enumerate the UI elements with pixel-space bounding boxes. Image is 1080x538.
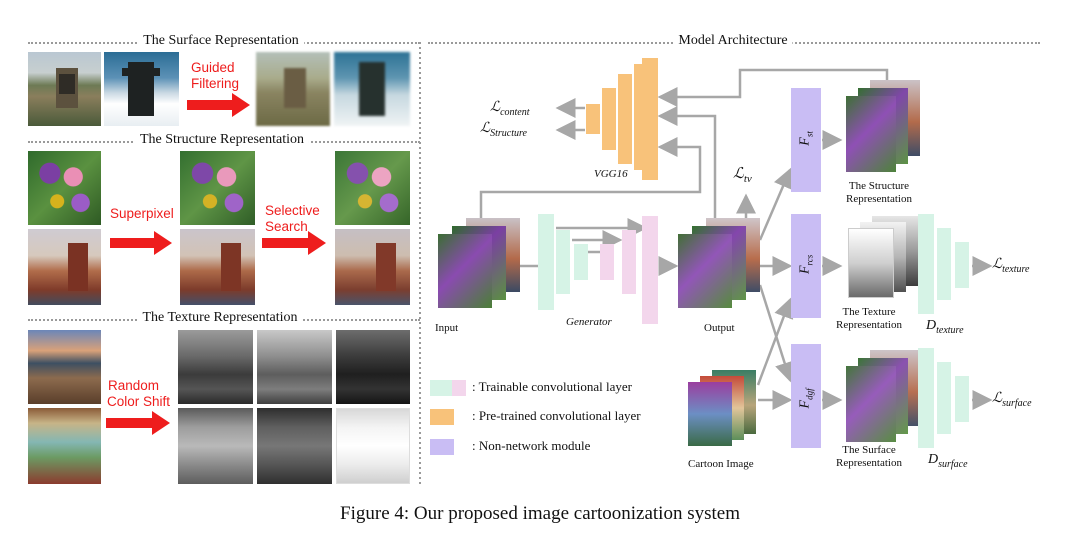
legend-trainable-swatch-green (430, 380, 452, 396)
guided-filtering-arrow (187, 93, 250, 117)
texture-gray-painting-2 (257, 408, 332, 484)
surface-section-title: The Surface Representation (138, 33, 304, 49)
selective-search-arrow (262, 231, 326, 255)
surface-photo-monument (28, 52, 101, 126)
legend-non-network-swatch (430, 439, 454, 455)
vgg-layer-1 (586, 104, 600, 134)
cartoon-to-frcs-arrow (756, 297, 794, 386)
structure-rep-label: The Structure Representation (846, 180, 912, 205)
output-label: Output (704, 322, 735, 334)
d-texture-layer-1 (918, 214, 934, 314)
random-color-shift-arrow (106, 411, 170, 435)
output-to-vgg-arrow (657, 106, 717, 222)
f-dgf-label: Fdgf (797, 388, 815, 409)
vgg-label: VGG16 (594, 168, 628, 180)
surface-result-tower (334, 52, 410, 126)
f-st-module (791, 88, 821, 192)
structure-rep-to-vgg-arrow (657, 68, 889, 107)
f-dgf-module (791, 344, 821, 448)
f-rcs-label: Frcs (797, 254, 815, 275)
loss-tv: ℒtv (733, 166, 752, 185)
structure-section-title: The Structure Representation (134, 132, 310, 148)
loss-texture: ℒtexture (992, 257, 1030, 275)
structure-photo-city (28, 229, 101, 305)
f-rcs-module (791, 214, 821, 318)
structure-superpixel-flowers (180, 151, 255, 225)
texture-gray-painting-3 (336, 408, 410, 484)
structure-result-city (335, 229, 410, 305)
surface-rep-label: The Surface Representation (836, 444, 902, 469)
texture-gray-rocks-3 (336, 330, 410, 404)
surface-photo-tower (104, 52, 179, 126)
structure-superpixel-city (180, 229, 255, 305)
generator-layer-5 (622, 230, 636, 294)
texture-photo-painting (28, 408, 101, 484)
legend-non-network-text: : Non-network module (472, 438, 591, 453)
generator-layer-4 (600, 244, 614, 280)
d-surface-layer-1 (918, 348, 934, 448)
d-surface-layer-3 (955, 376, 969, 422)
loss-structure: ℒStructure (480, 121, 527, 139)
d-texture-label: Dtexture (926, 318, 964, 336)
generator-layer-1 (538, 214, 554, 310)
guided-filtering-label: Guided Filtering (191, 60, 240, 91)
legend-pretrained-swatch (430, 409, 454, 425)
loss-content: ℒcontent (490, 100, 530, 118)
structure-result-flowers (335, 151, 410, 225)
selective-search-label: Selective Search (265, 203, 320, 234)
superpixel-arrow (110, 231, 172, 255)
texture-section-title: The Texture Representation (137, 310, 303, 326)
output-image-stack-front (678, 234, 732, 308)
generator-label: Generator (566, 316, 612, 328)
vgg-layer-3 (618, 74, 632, 164)
output-to-fdgf-arrow (758, 284, 795, 383)
legend-trainable-text: : Trainable convolutional layer (472, 379, 632, 394)
texture-photo-rocks (28, 330, 101, 404)
legend-trainable-swatch-pink (452, 380, 466, 396)
cartoon-image-label: Cartoon Image (688, 458, 754, 470)
f-st-label: Fst (797, 131, 815, 146)
vgg-layer-5 (642, 58, 658, 180)
texture-gray-rocks-2 (257, 330, 332, 404)
texture-rep-stack-front (848, 228, 894, 298)
d-surface-layer-2 (937, 362, 951, 434)
d-texture-layer-3 (955, 242, 969, 288)
legend-pretrained-text: : Pre-trained convolutional layer (472, 408, 641, 423)
superpixel-label: Superpixel (110, 206, 174, 221)
input-label: Input (435, 322, 459, 334)
structure-photo-flowers (28, 151, 101, 225)
surface-result-monument (256, 52, 330, 126)
input-image-stack-front (438, 234, 492, 308)
texture-rep-label: The Texture Representation (836, 306, 902, 331)
generator-layer-6 (642, 216, 658, 324)
generator-layer-2 (556, 230, 570, 294)
d-texture-layer-2 (937, 228, 951, 300)
texture-gray-rocks-1 (178, 330, 253, 404)
cartoon-image-stack-front (688, 382, 732, 446)
vgg-layer-2 (602, 88, 616, 150)
output-to-fst-arrow (758, 167, 793, 241)
model-architecture-title: Model Architecture (673, 33, 793, 49)
generator-layer-3 (574, 244, 588, 280)
random-color-shift-label: Random Color Shift (107, 378, 171, 409)
structure-rep-stack-front (846, 96, 896, 172)
input-to-vgg-arrow (479, 137, 702, 222)
figure-caption: Figure 4: Our proposed image cartoonizat… (340, 503, 740, 524)
surface-rep-stack-front (846, 366, 896, 442)
texture-gray-painting-1 (178, 408, 253, 484)
d-surface-label: Dsurface (928, 452, 968, 470)
loss-surface: ℒsurface (992, 391, 1032, 409)
